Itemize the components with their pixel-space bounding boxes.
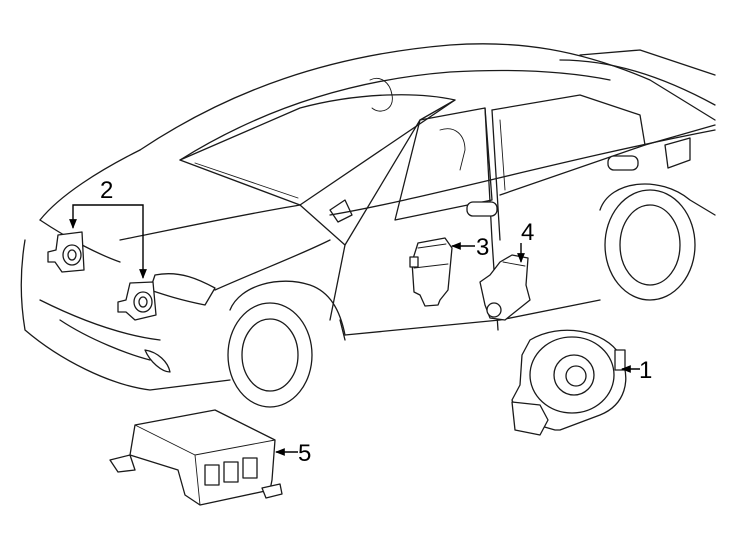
callout-3: 3 [476,234,489,261]
callout-2: 2 [100,177,113,204]
callout-5: 5 [298,440,311,467]
car-outline [20,43,716,408]
callout-4: 4 [521,219,534,246]
callout-1: 1 [639,357,652,384]
part-2-front-sensor-left [47,231,85,273]
part-5-airbag-module [109,409,283,506]
part-1-clock-spring [511,329,627,436]
part-2-front-sensor-right [117,281,157,321]
part-4-pillar-sensor [479,254,531,321]
part-3-side-sensor [409,237,453,307]
leader-lines [69,204,640,456]
